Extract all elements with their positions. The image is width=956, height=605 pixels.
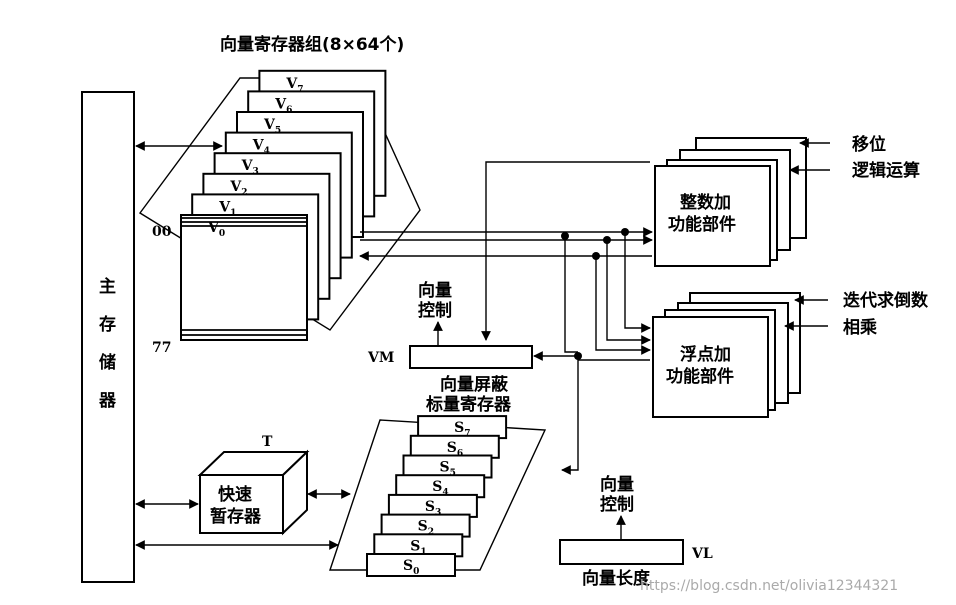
temp-box-label-1: 快速 <box>218 484 252 505</box>
main-memory-char-2: 存 <box>99 314 116 335</box>
vm-label: VM <box>367 350 394 366</box>
vl-control-label-2: 控制 <box>600 494 634 515</box>
integer-unit-label-1: 整数加 <box>680 192 731 213</box>
v0-top-index: 00 <box>152 224 172 240</box>
main-memory-char-3: 储 <box>99 352 116 373</box>
vl-register <box>559 539 684 565</box>
int-side-label-logic: 逻辑运算 <box>852 160 920 181</box>
vl-control-label-1: 向量 <box>600 474 634 495</box>
scalar-label-1: 向量屏蔽 <box>440 374 509 395</box>
integer-unit-stack <box>654 137 807 267</box>
fast-temp-register <box>197 449 310 536</box>
vm-control-label-2: 控制 <box>418 300 452 321</box>
vm-register <box>409 345 533 369</box>
fp-unit-label-2: 功能部件 <box>666 366 734 387</box>
fp-side-label-multiply: 相乘 <box>843 317 877 338</box>
temp-box-label-2: 暂存器 <box>210 506 262 527</box>
scalar-register-card-s0 <box>366 553 456 577</box>
data-bus <box>359 161 653 475</box>
vl-label: VL <box>691 546 713 562</box>
fp-unit-stack <box>652 292 801 418</box>
fp-side-label-reciprocal: 迭代求倒数 <box>843 290 929 311</box>
register-group-title: 向量寄存器组(8×64个) <box>220 34 404 55</box>
scalar-label-2: 标量寄存器 <box>426 394 512 415</box>
vector-register-card-v0 <box>180 214 308 341</box>
main-memory-char-4: 器 <box>98 391 117 411</box>
main-memory-box <box>81 91 135 583</box>
fp-unit-label-1: 浮点加 <box>680 344 731 365</box>
temp-label: T <box>262 434 273 450</box>
main-memory-char-1: 主 <box>99 276 116 297</box>
v0-bottom-index: 77 <box>152 340 171 356</box>
vm-control-label-1: 向量 <box>418 280 452 301</box>
vl-caption: 向量长度 <box>582 568 651 589</box>
integer-unit-label-2: 功能部件 <box>668 214 736 235</box>
watermark: https://blog.csdn.net/olivia12344321 <box>640 578 898 594</box>
int-side-label-shift: 移位 <box>852 134 886 155</box>
